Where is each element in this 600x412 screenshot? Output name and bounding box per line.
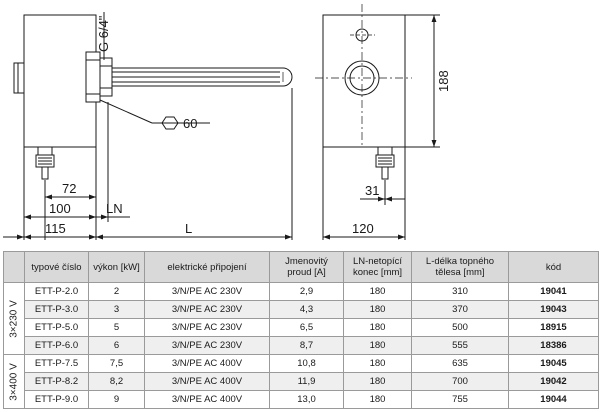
cell-power: 5 bbox=[88, 318, 145, 337]
cell-type: ETT-P-6.0 bbox=[24, 336, 89, 355]
table-row: ETT-P-3.0 3 3/N/PE AC 230V 4,3 180 370 1… bbox=[4, 300, 599, 319]
cell-power: 8,2 bbox=[88, 372, 145, 391]
cell-type: ETT-P-8.2 bbox=[24, 372, 89, 391]
cell-ln: 180 bbox=[343, 282, 412, 301]
cell-length: 370 bbox=[411, 300, 509, 319]
cable-gland-front bbox=[375, 146, 395, 180]
cell-ln: 180 bbox=[343, 372, 412, 391]
cell-connection: 3/N/PE AC 230V bbox=[144, 336, 270, 355]
cell-ln: 180 bbox=[343, 354, 412, 373]
cap-left bbox=[13, 62, 25, 94]
cell-code: 19045 bbox=[508, 354, 599, 373]
cell-current: 2,9 bbox=[269, 282, 344, 301]
cell-power: 6 bbox=[88, 336, 145, 355]
table-row: 3×230 V ETT-P-2.0 2 3/N/PE AC 230V 2,9 1… bbox=[3, 282, 599, 355]
cell-connection: 3/N/PE AC 400V bbox=[144, 390, 270, 409]
header-power: výkon [kW] bbox=[88, 251, 145, 283]
cell-ln: 180 bbox=[343, 390, 412, 409]
cell-type: ETT-P-5.0 bbox=[24, 318, 89, 337]
front-view bbox=[315, 4, 412, 180]
thread-body bbox=[99, 57, 113, 97]
cell-code: 19041 bbox=[508, 282, 599, 301]
cell-length: 755 bbox=[411, 390, 509, 409]
dim-120: 120 bbox=[352, 221, 374, 236]
table-row: ETT-P-8.2 8,2 3/N/PE AC 400V 11,9 180 70… bbox=[4, 372, 599, 391]
spec-table: typové číslo výkon [kW] elektrické připo… bbox=[3, 251, 599, 409]
side-view bbox=[13, 14, 293, 180]
cell-current: 8,7 bbox=[269, 336, 344, 355]
table-row: ETT-P-5.0 5 3/N/PE AC 230V 6,5 180 500 1… bbox=[4, 318, 599, 337]
dim-hex: 60 bbox=[183, 116, 197, 131]
drawing-svg: G 6/4" 60 72 100 LN 115 L bbox=[3, 4, 451, 240]
header-code: kód bbox=[508, 251, 599, 283]
table-header-row: typové číslo výkon [kW] elektrické připo… bbox=[3, 251, 599, 283]
technical-drawing: G 6/4" 60 72 100 LN 115 L bbox=[3, 4, 451, 240]
cell-connection: 3/N/PE AC 230V bbox=[144, 318, 270, 337]
cell-ln: 180 bbox=[343, 318, 412, 337]
terminal-box bbox=[23, 14, 97, 148]
dim-100: 100 bbox=[49, 201, 71, 216]
cell-current: 13,0 bbox=[269, 390, 344, 409]
header-ln: LN-netopící konec [mm] bbox=[343, 251, 412, 283]
cell-current: 4,3 bbox=[269, 300, 344, 319]
header-type: typové číslo bbox=[24, 251, 89, 283]
cell-type: ETT-P-3.0 bbox=[24, 300, 89, 319]
table-row: ETT-P-6.0 6 3/N/PE AC 230V 8,7 180 555 1… bbox=[4, 336, 599, 355]
cell-power: 7,5 bbox=[88, 354, 145, 373]
cell-code: 19043 bbox=[508, 300, 599, 319]
front-plate bbox=[322, 14, 406, 148]
cell-power: 3 bbox=[88, 300, 145, 319]
cell-connection: 3/N/PE AC 230V bbox=[144, 282, 270, 301]
table-row: 3×400 V ETT-P-7.5 7,5 3/N/PE AC 400V 10,… bbox=[3, 354, 599, 409]
cell-current: 6,5 bbox=[269, 318, 344, 337]
header-connection: elektrické připojení bbox=[144, 251, 270, 283]
dim-31: 31 bbox=[365, 183, 379, 198]
cell-type: ETT-P-2.0 bbox=[24, 282, 89, 301]
group-label-230: 3×230 V bbox=[3, 282, 25, 355]
cable-gland-side bbox=[35, 146, 55, 180]
cell-connection: 3/N/PE AC 400V bbox=[144, 354, 270, 373]
cell-length: 700 bbox=[411, 372, 509, 391]
cell-code: 19044 bbox=[508, 390, 599, 409]
header-current: Jmenovitý proud [A] bbox=[269, 251, 344, 283]
dim-72: 72 bbox=[62, 181, 76, 196]
cell-length: 635 bbox=[411, 354, 509, 373]
group-label-400: 3×400 V bbox=[3, 354, 25, 409]
cell-connection: 3/N/PE AC 230V bbox=[144, 300, 270, 319]
hex-symbol bbox=[161, 116, 179, 130]
header-group bbox=[3, 251, 25, 283]
cell-power: 2 bbox=[88, 282, 145, 301]
heating-rods bbox=[112, 67, 293, 87]
cell-current: 10,8 bbox=[269, 354, 344, 373]
dim-l: L bbox=[185, 221, 192, 236]
header-length: L-délka topného tělesa [mm] bbox=[411, 251, 509, 283]
cell-power: 9 bbox=[88, 390, 145, 409]
cell-length: 500 bbox=[411, 318, 509, 337]
cell-code: 18386 bbox=[508, 336, 599, 355]
cell-connection: 3/N/PE AC 400V bbox=[144, 372, 270, 391]
cell-ln: 180 bbox=[343, 300, 412, 319]
table-row: ETT-P-9.0 9 3/N/PE AC 400V 13,0 180 755 … bbox=[4, 390, 599, 409]
cell-type: ETT-P-7.5 bbox=[24, 354, 89, 373]
cell-code: 18915 bbox=[508, 318, 599, 337]
dim-ln: LN bbox=[106, 201, 123, 216]
dim-height: 188 bbox=[436, 70, 451, 92]
cell-type: ETT-P-9.0 bbox=[24, 390, 89, 409]
cell-current: 11,9 bbox=[269, 372, 344, 391]
cell-code: 19042 bbox=[508, 372, 599, 391]
cell-length: 555 bbox=[411, 336, 509, 355]
cell-ln: 180 bbox=[343, 336, 412, 355]
cell-length: 310 bbox=[411, 282, 509, 301]
dim-115: 115 bbox=[45, 221, 66, 236]
